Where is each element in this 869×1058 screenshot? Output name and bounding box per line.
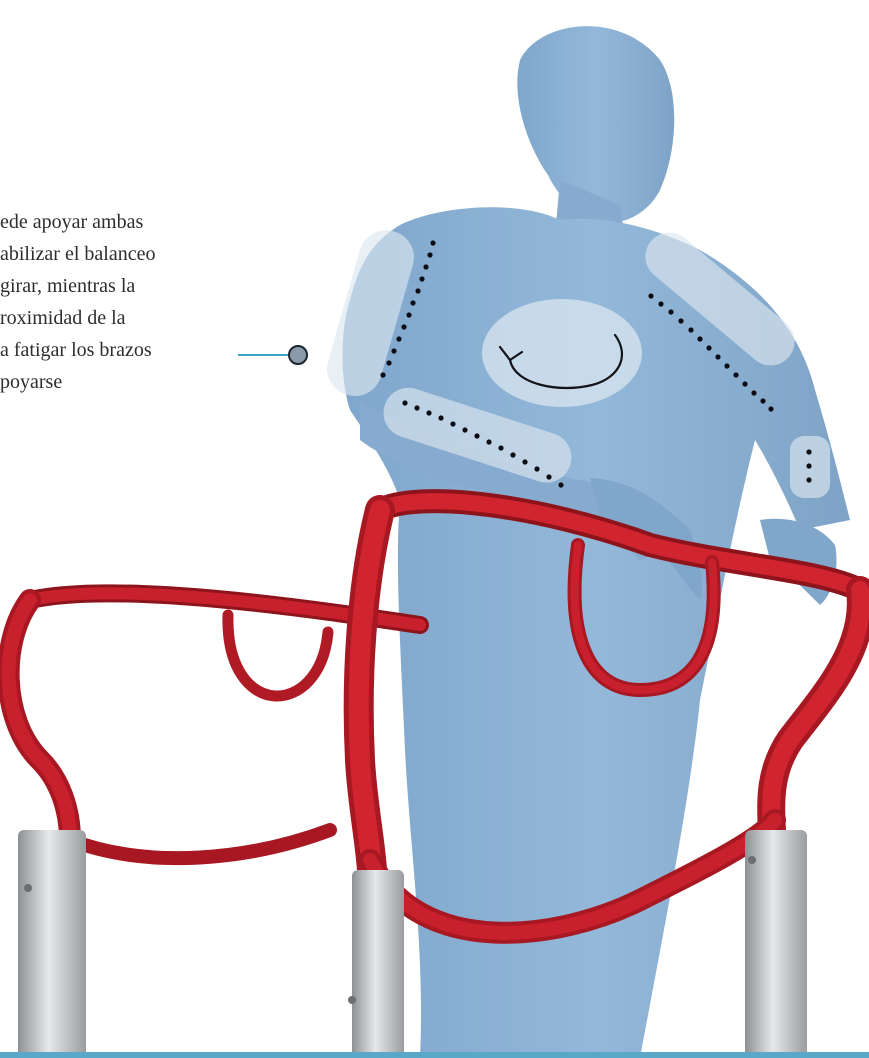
caption-line: girar, mientras la xyxy=(0,270,300,302)
description-text: ede apoyar ambas abilizar el balanceo gi… xyxy=(0,206,300,398)
bottom-accent-bar xyxy=(0,1052,869,1058)
caption-line: abilizar el balanceo xyxy=(0,238,300,270)
caption-line: a fatigar los brazos xyxy=(0,334,300,366)
caption-line: roximidad de la xyxy=(0,302,300,334)
caption-line: ede apoyar ambas xyxy=(0,206,300,238)
caption-line: poyarse xyxy=(0,366,300,398)
